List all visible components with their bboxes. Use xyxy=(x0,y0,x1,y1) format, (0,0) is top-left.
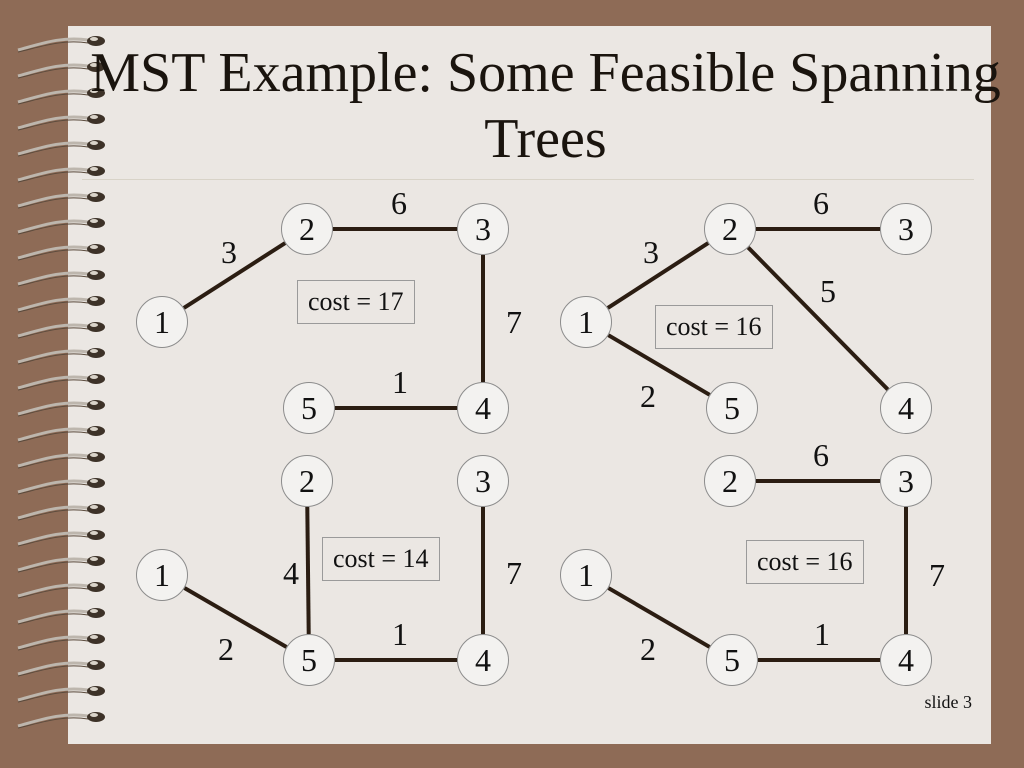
spiral-ring xyxy=(17,296,105,313)
tree-3-edge-weight-1-5: 2 xyxy=(218,631,234,667)
spiral-ring xyxy=(17,244,105,261)
tree-3-node-4: 4 xyxy=(457,634,509,686)
tree-4-node-2: 2 xyxy=(704,455,756,507)
tree-2-edge-1-2 xyxy=(606,241,710,310)
tree-1-node-2: 2 xyxy=(281,203,333,255)
tree-3-edge-weight-3-4: 7 xyxy=(506,555,522,591)
tree-2-node-1: 1 xyxy=(560,296,612,348)
spiral-ring xyxy=(17,88,105,105)
tree-4-node-1: 1 xyxy=(560,549,612,601)
tree-4-cost-box: cost = 16 xyxy=(746,540,864,584)
tree-4-node-5: 5 xyxy=(706,634,758,686)
spiral-ring xyxy=(17,192,105,209)
spiral-ring xyxy=(17,608,105,625)
spiral-ring xyxy=(17,556,105,573)
tree-3-cost-box: cost = 14 xyxy=(322,537,440,581)
tree-4-edge-weight-2-3: 6 xyxy=(813,437,829,473)
spiral-ring xyxy=(17,530,105,547)
spiral-ring xyxy=(17,400,105,417)
spiral-ring xyxy=(17,114,105,131)
tree-2-node-3: 3 xyxy=(880,203,932,255)
tree-1-edge-weight-3-4: 7 xyxy=(506,304,522,340)
tree-1-edge-weight-1-2: 3 xyxy=(221,234,237,270)
spiral-ring xyxy=(17,660,105,677)
tree-2-edge-2-4 xyxy=(746,246,890,391)
tree-1-node-1: 1 xyxy=(136,296,188,348)
tree-2-cost-box: cost = 16 xyxy=(655,305,773,349)
spiral-ring xyxy=(17,634,105,651)
tree-2-edge-weight-1-2: 3 xyxy=(643,234,659,270)
tree-4-edge-weight-5-4: 1 xyxy=(814,616,830,652)
tree-3-edge-1-5 xyxy=(183,586,288,649)
tree-2-edge-weight-2-4: 5 xyxy=(820,273,836,309)
spiral-ring xyxy=(17,62,105,79)
spiral-ring xyxy=(17,270,105,287)
title-divider xyxy=(82,179,974,180)
slide-number: slide 3 xyxy=(924,692,973,712)
spiral-ring xyxy=(17,140,105,157)
spiral-ring xyxy=(17,374,105,391)
tree-2-edge-weight-2-3: 6 xyxy=(813,185,829,221)
tree-1-edge-weight-5-4: 1 xyxy=(392,364,408,400)
tree-3-edge-2-5 xyxy=(305,506,311,635)
spiral-ring xyxy=(17,452,105,469)
spiral-ring xyxy=(17,686,105,703)
tree-4-node-4: 4 xyxy=(880,634,932,686)
paper-sheet xyxy=(68,26,991,744)
tree-1-node-4: 4 xyxy=(457,382,509,434)
tree-1-node-3: 3 xyxy=(457,203,509,255)
tree-3-node-2: 2 xyxy=(281,455,333,507)
tree-3-edge-weight-5-4: 1 xyxy=(392,616,408,652)
tree-4-edge-1-5 xyxy=(607,586,711,649)
spiral-ring xyxy=(17,426,105,443)
tree-2-node-5: 5 xyxy=(706,382,758,434)
spiral-ring xyxy=(17,348,105,365)
spiral-ring xyxy=(17,582,105,599)
tree-3-edge-weight-2-5: 4 xyxy=(283,555,299,591)
tree-1-edge-1-2 xyxy=(182,241,287,310)
spiral-ring xyxy=(17,36,105,53)
spiral-ring xyxy=(17,218,105,235)
tree-1-node-5: 5 xyxy=(283,382,335,434)
spiral-ring xyxy=(17,504,105,521)
tree-3-node-3: 3 xyxy=(457,455,509,507)
tree-4-edge-weight-1-5: 2 xyxy=(640,631,656,667)
tree-2-edge-1-5 xyxy=(607,333,711,397)
tree-4-node-3: 3 xyxy=(880,455,932,507)
spiral-binding-icon xyxy=(17,36,105,729)
spiral-ring xyxy=(17,478,105,495)
tree-2-node-2: 2 xyxy=(704,203,756,255)
spiral-ring xyxy=(17,322,105,339)
tree-3-node-5: 5 xyxy=(283,634,335,686)
tree-1-cost-box: cost = 17 xyxy=(297,280,415,324)
tree-3-node-1: 1 xyxy=(136,549,188,601)
tree-2-node-4: 4 xyxy=(880,382,932,434)
tree-4-edge-weight-3-4: 7 xyxy=(929,557,945,593)
spiral-ring xyxy=(17,712,105,729)
spiral-ring xyxy=(17,166,105,183)
slide-title: MST Example: Some Feasible Spanning Tree… xyxy=(90,42,1001,170)
tree-2-edge-weight-1-5: 2 xyxy=(640,378,656,414)
tree-1-edge-weight-2-3: 6 xyxy=(391,185,407,221)
